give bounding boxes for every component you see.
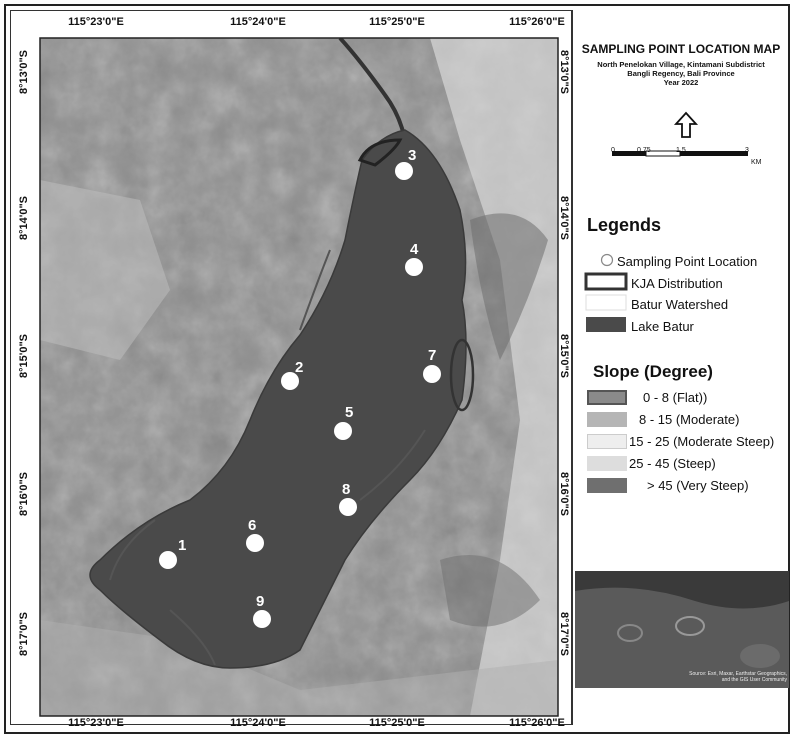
lon-label-bottom: 115°25'0"E — [369, 717, 425, 729]
kja-distribution — [357, 138, 403, 167]
scale-label: 3 — [745, 147, 749, 154]
point-label-8: 8 — [342, 481, 350, 498]
legend-kja-swatch — [584, 272, 628, 291]
kja-distribution — [299, 249, 331, 331]
lon-label-bottom: 115°26'0"E — [509, 717, 565, 729]
point-label-6: 6 — [248, 517, 256, 534]
inset-satellite-map: Source: Esri, Maxar, Earthstar Geographi… — [575, 571, 789, 688]
inset-credit-line: and the GIS User Community — [721, 677, 787, 683]
slope-heading: Slope (Degree) — [593, 362, 713, 381]
kja-distribution — [359, 429, 426, 501]
legend-heading: Legends — [587, 215, 662, 235]
slope-swatch-moderate — [587, 412, 627, 427]
lake-batur — [89, 129, 467, 669]
west-slope-light — [40, 180, 170, 360]
scale-label: 0 — [611, 147, 615, 154]
lon-label-top: 115°25'0"E — [369, 16, 425, 28]
point-label-1: 1 — [178, 537, 186, 554]
steep-patch — [440, 555, 540, 627]
sampling-point-3 — [395, 162, 413, 180]
sampling-point-9 — [253, 610, 271, 628]
map-border — [39, 37, 559, 717]
scale-label: 1.5 — [676, 147, 686, 154]
point-label-4: 4 — [410, 241, 419, 258]
legend-circle-icon — [600, 253, 614, 267]
sampling-point-4 — [405, 258, 423, 276]
lon-label-top: 115°24'0"E — [230, 16, 286, 28]
east-slope-light — [430, 38, 558, 716]
map-subtitle: North Penelokan Village, Kintamani Subdi… — [573, 60, 789, 87]
north-arrow-icon — [673, 111, 699, 138]
kja-distribution — [169, 609, 216, 666]
point-label-7: 7 — [428, 347, 436, 364]
sampling-point-7 — [423, 365, 441, 383]
map-title: SAMPLING POINT LOCATION MAP — [581, 42, 781, 56]
river-line — [338, 38, 407, 141]
lon-label-top: 115°26'0"E — [509, 16, 565, 28]
lon-label-bottom: 115°23'0"E — [68, 717, 124, 729]
slope-swatch-moderate-steep — [587, 434, 627, 449]
inset-image — [575, 571, 789, 688]
scale-bar — [612, 150, 748, 157]
sampling-point-1 — [159, 551, 177, 569]
sampling-point-2 — [281, 372, 299, 390]
sampling-point-8 — [339, 498, 357, 516]
slope-label-flat: 0 - 8 (Flat)) — [643, 390, 708, 405]
legend-item-watershed: Batur Watershed — [631, 297, 729, 312]
lon-label-top: 115°23'0"E — [68, 16, 124, 28]
sampling-points: 1 2 3 4 5 6 7 8 9 — [159, 147, 441, 628]
subtitle-line: Bangli Regency, Bali Province — [627, 69, 735, 78]
legend-lake-swatch — [586, 317, 626, 332]
point-label-9: 9 — [256, 593, 264, 610]
kja-distribution — [109, 519, 156, 581]
legend-item-sampling: Sampling Point Location — [617, 254, 758, 269]
inset-credit: Source: Esri, Maxar, Earthstar Geographi… — [689, 671, 787, 683]
subtitle-line: North Penelokan Village, Kintamani Subdi… — [597, 60, 765, 69]
subtitle-line: Year 2022 — [663, 78, 699, 87]
slope-label-very-steep: > 45 (Very Steep) — [647, 478, 749, 493]
slope-swatch-steep — [587, 456, 627, 471]
slope-label-steep: 25 - 45 (Steep) — [629, 456, 716, 471]
point-label-5: 5 — [345, 404, 353, 421]
steep-patch — [470, 213, 548, 360]
point-label-2: 2 — [295, 359, 303, 376]
kja-distribution — [449, 338, 475, 412]
sampling-point-6 — [246, 534, 264, 552]
slope-label-moderate-steep: 15 - 25 (Moderate Steep) — [629, 434, 775, 449]
legend-panel: SAMPLING POINT LOCATION MAP North Penelo… — [572, 10, 789, 725]
inset-credit-line: Source: Esri, Maxar, Earthstar Geographi… — [689, 671, 787, 677]
slope-swatch-very-steep — [587, 478, 627, 493]
lon-label-bottom: 115°24'0"E — [230, 717, 286, 729]
legend-watershed-swatch — [585, 294, 627, 311]
scale-unit: KM — [751, 159, 762, 166]
legend-item-lake: Lake Batur — [631, 319, 694, 334]
legend-item-kja: KJA Distribution — [631, 276, 723, 291]
sampling-point-5 — [334, 422, 352, 440]
scale-label: 0.75 — [637, 147, 651, 154]
point-label-3: 3 — [408, 147, 416, 164]
map-frame — [4, 4, 790, 734]
slope-label-moderate: 8 - 15 (Moderate) — [639, 412, 740, 427]
slope-swatch-flat — [587, 390, 627, 405]
